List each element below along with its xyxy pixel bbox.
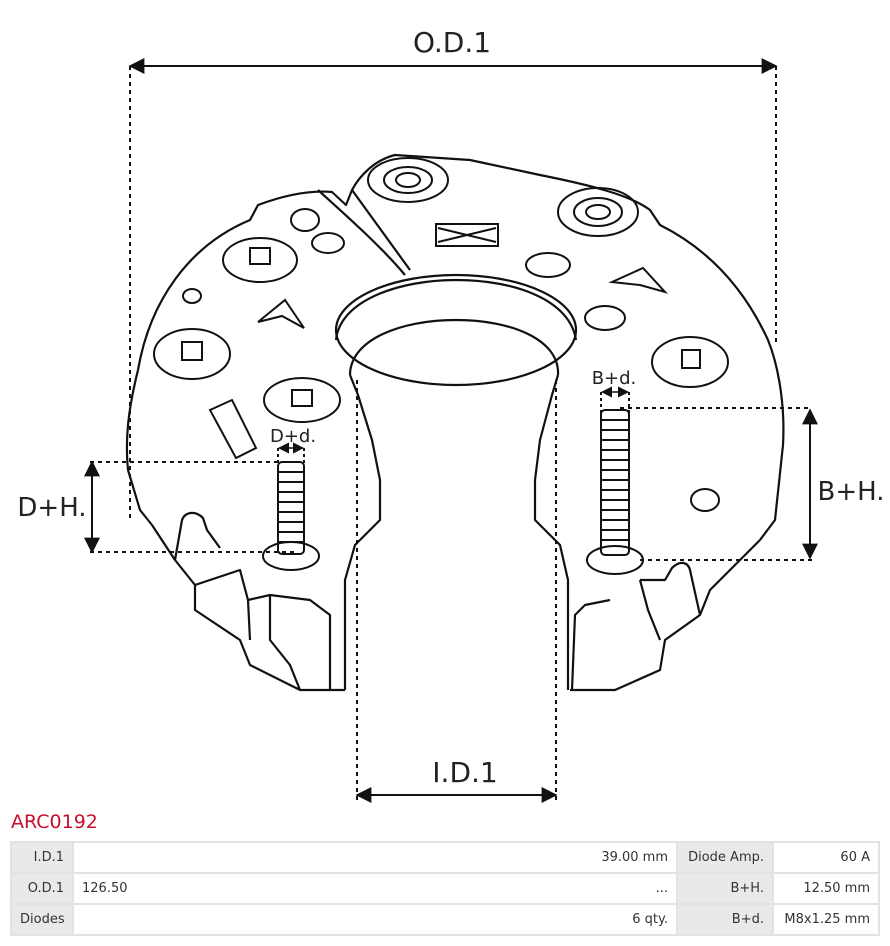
spec-value: 126.50 ...	[72, 872, 678, 905]
rectifier-body	[125, 153, 785, 692]
spec-label: I.D.1	[10, 841, 74, 874]
spec-value: 12.50 mm	[772, 872, 880, 905]
dimension-lines	[84, 58, 818, 803]
dh-label: D+H.	[17, 493, 86, 523]
spec-value-text: 126.50	[82, 881, 128, 896]
spec-label: B+H.	[676, 872, 774, 905]
part-code: ARC0192	[11, 811, 98, 833]
spec-value: 39.00 mm	[72, 841, 678, 874]
id1-label: I.D.1	[432, 756, 497, 789]
bd-label: B+d.	[592, 368, 637, 389]
spec-value: 60 A	[772, 841, 880, 874]
table-row: I.D.1 39.00 mm Diode Amp. 60 A	[10, 841, 880, 874]
rectifier-technical-drawing: O.D.1 I.D.1 D+H. D+d. B+H. B+d.	[17, 26, 885, 803]
spec-label: B+d.	[676, 903, 774, 936]
spec-value: 6 qty.	[72, 903, 678, 936]
od1-label: O.D.1	[413, 26, 491, 59]
table-row: O.D.1 126.50 ... B+H. 12.50 mm	[10, 872, 880, 905]
terminal-bolts	[262, 409, 644, 575]
spec-label: Diodes	[10, 903, 74, 936]
dd-label: D+d.	[270, 426, 316, 447]
spec-value: M8x1.25 mm	[772, 903, 880, 936]
specs-table: I.D.1 39.00 mm Diode Amp. 60 A O.D.1 126…	[10, 841, 880, 936]
rectifier-details	[153, 157, 729, 512]
spec-label: O.D.1	[10, 872, 74, 905]
spec-label: Diode Amp.	[676, 841, 774, 874]
bh-label: B+H.	[818, 477, 885, 507]
spec-value-ellipsis: ...	[655, 881, 668, 896]
table-row: Diodes 6 qty. B+d. M8x1.25 mm	[10, 903, 880, 936]
